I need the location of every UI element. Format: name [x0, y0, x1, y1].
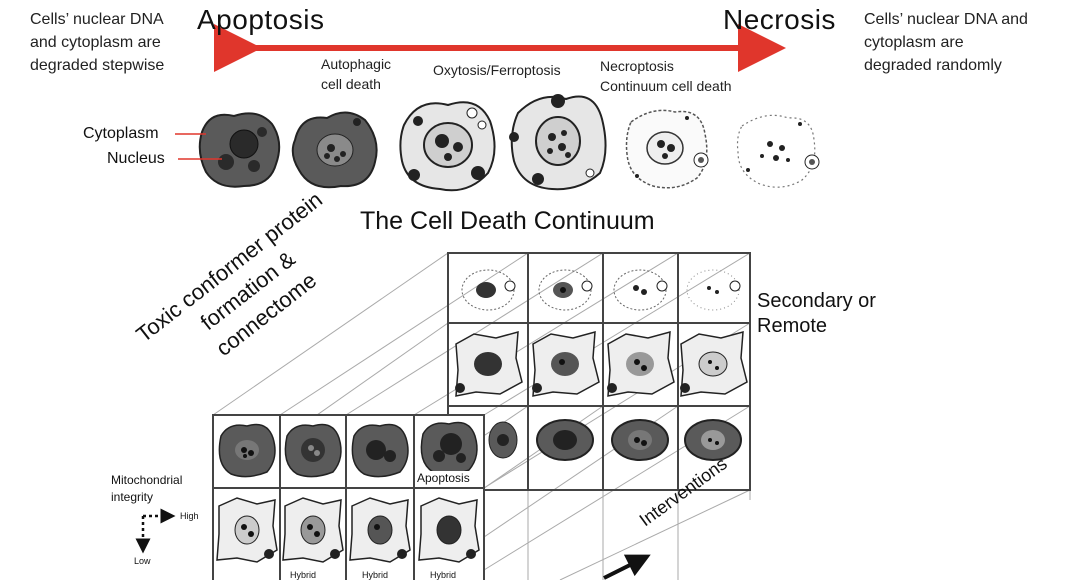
nucleus-label: Nucleus [107, 150, 165, 167]
left-note-line-1: Cells’ nuclear DNA [30, 11, 164, 28]
back-grid-cells [455, 269, 748, 461]
right-note: Cells’ nuclear DNA and cytoplasm are deg… [864, 8, 1028, 77]
mito-axes [135, 508, 176, 554]
stage-autophagic-line-2: cell death [321, 76, 381, 92]
stage-autophagic: Autophagic cell death [321, 54, 391, 94]
cell-stage-3 [399, 101, 496, 192]
cytoplasm-label: Cytoplasm [83, 125, 159, 142]
stage-necroptosis-line-2: Continuum cell death [600, 78, 732, 94]
secondary-label: Secondary or Remote [757, 289, 876, 339]
right-note-line-1: Cells’ nuclear DNA and [864, 11, 1028, 28]
cell-stage-1 [198, 112, 281, 188]
apoptosis-title: Apoptosis [197, 4, 325, 35]
stage-necroptosis-line-1: Necroptosis [600, 58, 674, 74]
hybrid-label-3: Hybrid [430, 570, 457, 580]
hybrid-label-2: Hybrid [362, 570, 389, 580]
secondary-line-1: Secondary or [757, 290, 876, 312]
stage-necroptosis: Necroptosis Continuum cell death [600, 56, 732, 96]
continuum-title: The Cell Death Continuum [360, 207, 655, 235]
interventions-arrow [603, 554, 651, 580]
mito-label: Mitochondrial integrity [111, 472, 182, 506]
front-grid-cells [216, 421, 480, 563]
right-note-line-2: cytoplasm are [864, 34, 964, 51]
cell-stage-6 [736, 114, 820, 188]
stage-autophagic-line-1: Autophagic [321, 56, 392, 72]
mito-line-1: Mitochondrial [111, 473, 183, 487]
mito-high-label: High [180, 511, 199, 521]
necrosis-title: Necrosis [723, 4, 836, 35]
back-grid [447, 252, 751, 491]
cell-stage-4 [509, 94, 607, 191]
cell-stage-5 [625, 109, 709, 189]
hybrid-label-1: Hybrid [290, 570, 317, 580]
mito-low-label: Low [134, 556, 151, 566]
mito-line-2: integrity [111, 490, 154, 504]
secondary-line-2: Remote [757, 315, 828, 337]
stage-oxytosis: Oxytosis/Ferroptosis [433, 62, 561, 78]
left-note-line-2: and cytoplasm are [30, 34, 161, 51]
right-note-line-3: degraded randomly [864, 57, 1002, 74]
left-note-line-3: degraded stepwise [30, 57, 165, 74]
top-cell-row [198, 94, 820, 192]
cell-stage-2 [291, 111, 378, 189]
front-apoptosis-label: Apoptosis [415, 471, 472, 485]
left-note: Cells’ nuclear DNA and cytoplasm are deg… [30, 8, 164, 77]
